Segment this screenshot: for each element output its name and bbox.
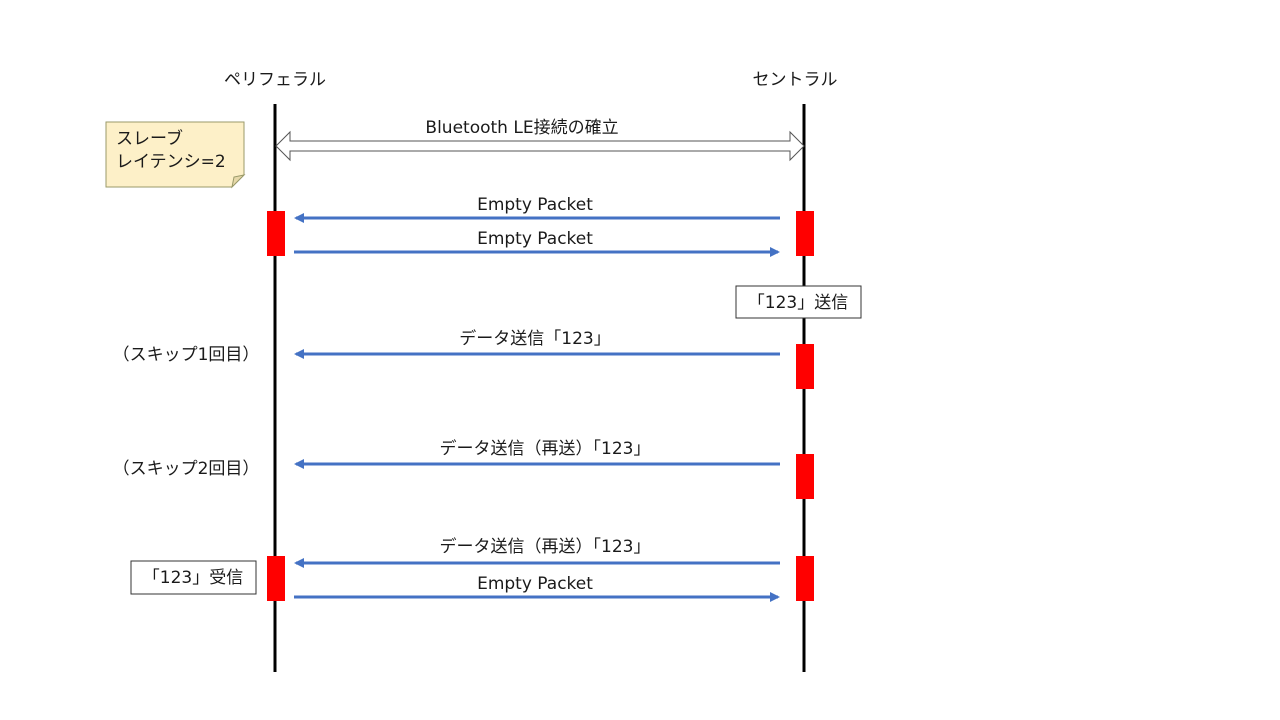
activation-peripheral-2 <box>267 556 285 601</box>
note-fold-corner <box>231 174 246 189</box>
central-send-label: 「123」送信 <box>748 293 848 313</box>
peripheral-receive-box <box>130 560 257 595</box>
activation-peripheral-1 <box>267 211 285 256</box>
participant-peripheral-label: ペリフェラル <box>224 70 326 90</box>
activation-central-1 <box>796 211 814 256</box>
participant-central-label: セントラル <box>753 70 838 90</box>
connection-label: Bluetooth LE接続の確立 <box>425 118 618 138</box>
skip-label-1: （スキップ1回目） <box>113 345 260 365</box>
message-label-1: Empty Packet <box>477 195 593 215</box>
peripheral-receive-label: 「123」受信 <box>143 568 243 588</box>
central-send-box <box>735 285 862 319</box>
activation-central-4 <box>796 556 814 601</box>
note-line-1: スレーブ <box>116 128 183 149</box>
message-label-6: Empty Packet <box>477 574 593 594</box>
message-label-2: Empty Packet <box>477 229 593 249</box>
note-line-2: レイテンシ=2 <box>116 152 226 172</box>
message-label-3: データ送信「123」 <box>459 328 610 349</box>
activation-central-2 <box>796 344 814 389</box>
connection-double-arrow <box>275 130 805 162</box>
skip-label-2: （スキップ2回目） <box>113 459 260 479</box>
message-label-4: データ送信（再送）「123」 <box>440 438 651 459</box>
message-label-5: データ送信（再送）「123」 <box>440 536 651 557</box>
activation-central-3 <box>796 454 814 499</box>
